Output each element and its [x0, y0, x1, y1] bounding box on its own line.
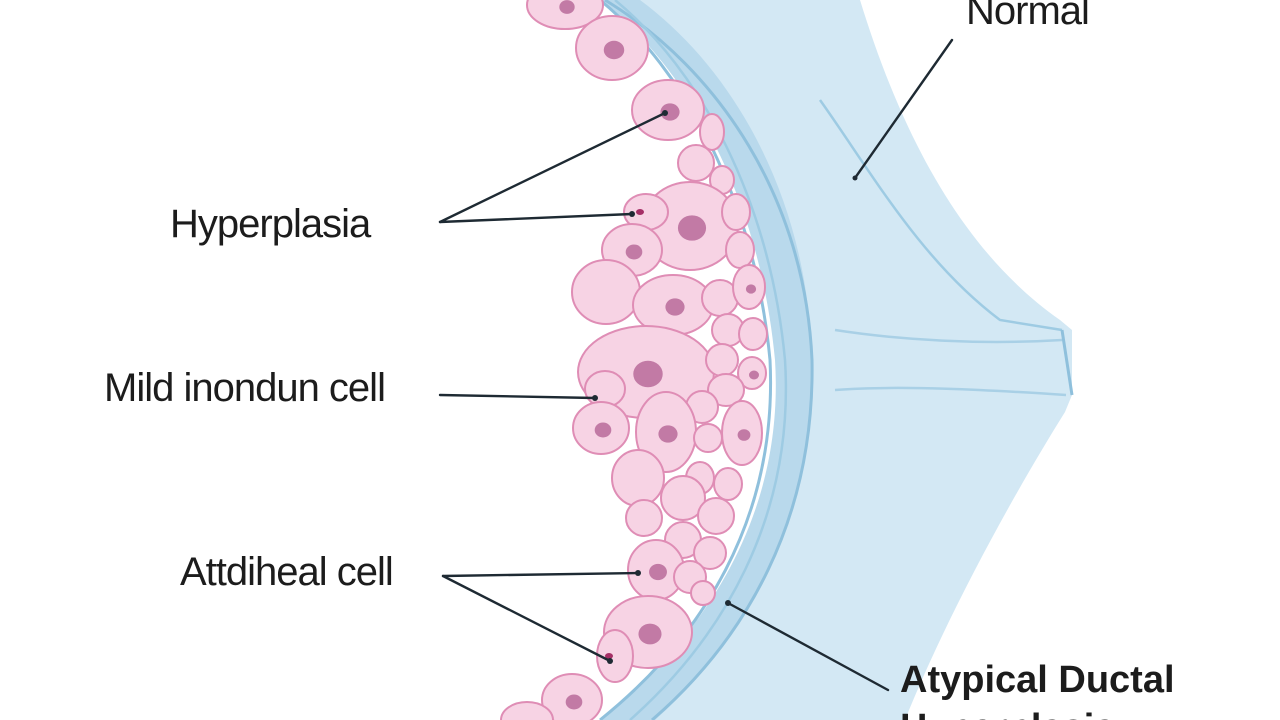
cell: [693, 536, 727, 570]
cell: [721, 193, 751, 231]
cell: [611, 449, 665, 507]
diagram-title-line2: Hyperplasia: [900, 707, 1116, 720]
cell-nucleus: [633, 360, 663, 388]
leader-lines: [438, 38, 954, 692]
cell-nucleus: [605, 653, 613, 659]
cell-nucleus: [625, 244, 643, 260]
leader-mild-cell: [438, 393, 597, 400]
cell-cluster: [500, 0, 768, 720]
leader-dot-atypical-2: [607, 658, 613, 664]
cell-nucleus: [660, 103, 680, 121]
label-atypical-cell: Attdiheal cell: [180, 550, 393, 594]
duct-wall-middle: [614, 0, 788, 720]
cell: [725, 231, 755, 269]
cell-nucleus: [737, 429, 751, 441]
cell-nucleus: [636, 209, 644, 215]
duct-fold-3: [834, 386, 1067, 397]
cell-nucleus: [559, 0, 575, 14]
duct-wall-outer: [604, 0, 814, 720]
cell: [677, 144, 715, 182]
cell-nucleus: [565, 694, 583, 710]
leader-dot-hyperplasia: [662, 110, 668, 116]
leader-dot-atypical: [635, 570, 641, 576]
cell: [625, 499, 663, 537]
cell: [500, 701, 554, 720]
diagram-title-line1: Atypical Ductal: [900, 659, 1175, 701]
duct-fold-4: [1060, 329, 1074, 396]
leader-dot-title: [725, 600, 731, 606]
cell-nucleus: [745, 284, 757, 294]
leader-dot-mild: [592, 395, 598, 401]
cell-nucleus: [677, 215, 707, 241]
cell: [660, 475, 706, 521]
cell: [738, 317, 768, 351]
duct-fold-1: [818, 99, 1063, 332]
label-normal: Normal: [966, 0, 1089, 33]
cell-nucleus: [658, 425, 678, 443]
cell: [571, 259, 641, 325]
cell: [693, 423, 723, 453]
cell-nucleus: [638, 623, 662, 645]
leader-normal: [853, 38, 954, 180]
cell: [713, 467, 743, 501]
label-mild-cell: Mild inondun cell: [104, 366, 385, 410]
cell-nucleus: [594, 422, 612, 438]
leader-title: [726, 601, 890, 692]
leader-hyperplasia-upper: [438, 111, 667, 224]
leader-dot-normal: [852, 175, 858, 181]
cell: [526, 0, 604, 30]
leader-atypical-cell-upper: [441, 571, 640, 578]
cell: [699, 113, 725, 151]
cell: [697, 497, 735, 535]
cell: [596, 629, 634, 683]
cell-nucleus: [603, 40, 625, 60]
leader-hyperplasia-lower: [438, 212, 634, 224]
label-hyperplasia: Hyperplasia: [170, 202, 372, 246]
cell: [707, 373, 745, 407]
cell-nucleus: [665, 298, 685, 316]
cell: [705, 343, 739, 377]
cell: [690, 580, 716, 606]
duct-outer-band: [600, 0, 1072, 720]
cell-nucleus: [749, 370, 759, 380]
duct-fold-2: [834, 328, 1063, 344]
leader-atypical-cell-lower: [441, 574, 612, 663]
cell-nucleus: [649, 563, 667, 581]
leader-dot-hyperplasia-2: [629, 211, 635, 217]
